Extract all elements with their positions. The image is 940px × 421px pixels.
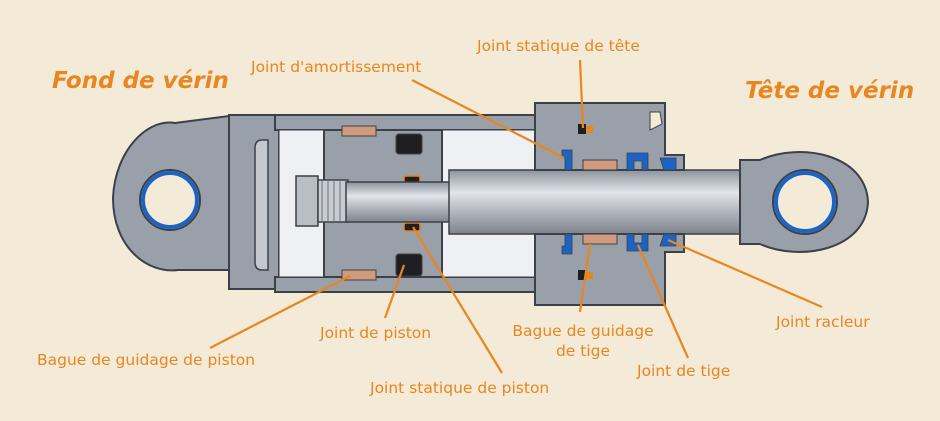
rod-nut [295,175,349,227]
leader-rod-seal [636,244,690,359]
label-static-head-seal: Joint statique de tête [477,37,640,55]
rod-eye [739,151,870,253]
label-rod-seal: Joint de tige [637,362,731,380]
leader-wiper-seal [667,238,823,309]
label-rod-guide-ring: Bague de guidage de tige [503,321,663,361]
piston-rod [345,169,750,235]
leader-rod-guide-ring [578,243,592,313]
label-cushion-seal: Joint d'amortissement [251,58,422,76]
leader-lines [209,59,823,374]
cylinder-head [534,102,685,306]
label-piston-seal: Joint de piston [320,324,432,342]
label-piston-guide-ring: Bague de guidage de piston [37,351,256,369]
title-cylinder-base: Fond de vérin [52,68,229,94]
leader-piston-guide-ring [209,275,351,349]
leader-static-piston-seal [412,226,503,374]
label-wiper-seal: Joint racleur [776,313,870,331]
label-rod-guide-ring-line2: de tige [555,342,611,360]
base-clevis [111,113,280,290]
label-rod-guide-ring-line1: Bague de guidage [512,322,654,340]
label-static-piston-seal: Joint statique de piston [370,379,550,397]
leader-cushion-seal [411,79,565,159]
title-cylinder-head: Tête de vérin [745,78,915,104]
leader-piston-seal [383,264,406,319]
leader-static-head-seal [578,59,585,129]
